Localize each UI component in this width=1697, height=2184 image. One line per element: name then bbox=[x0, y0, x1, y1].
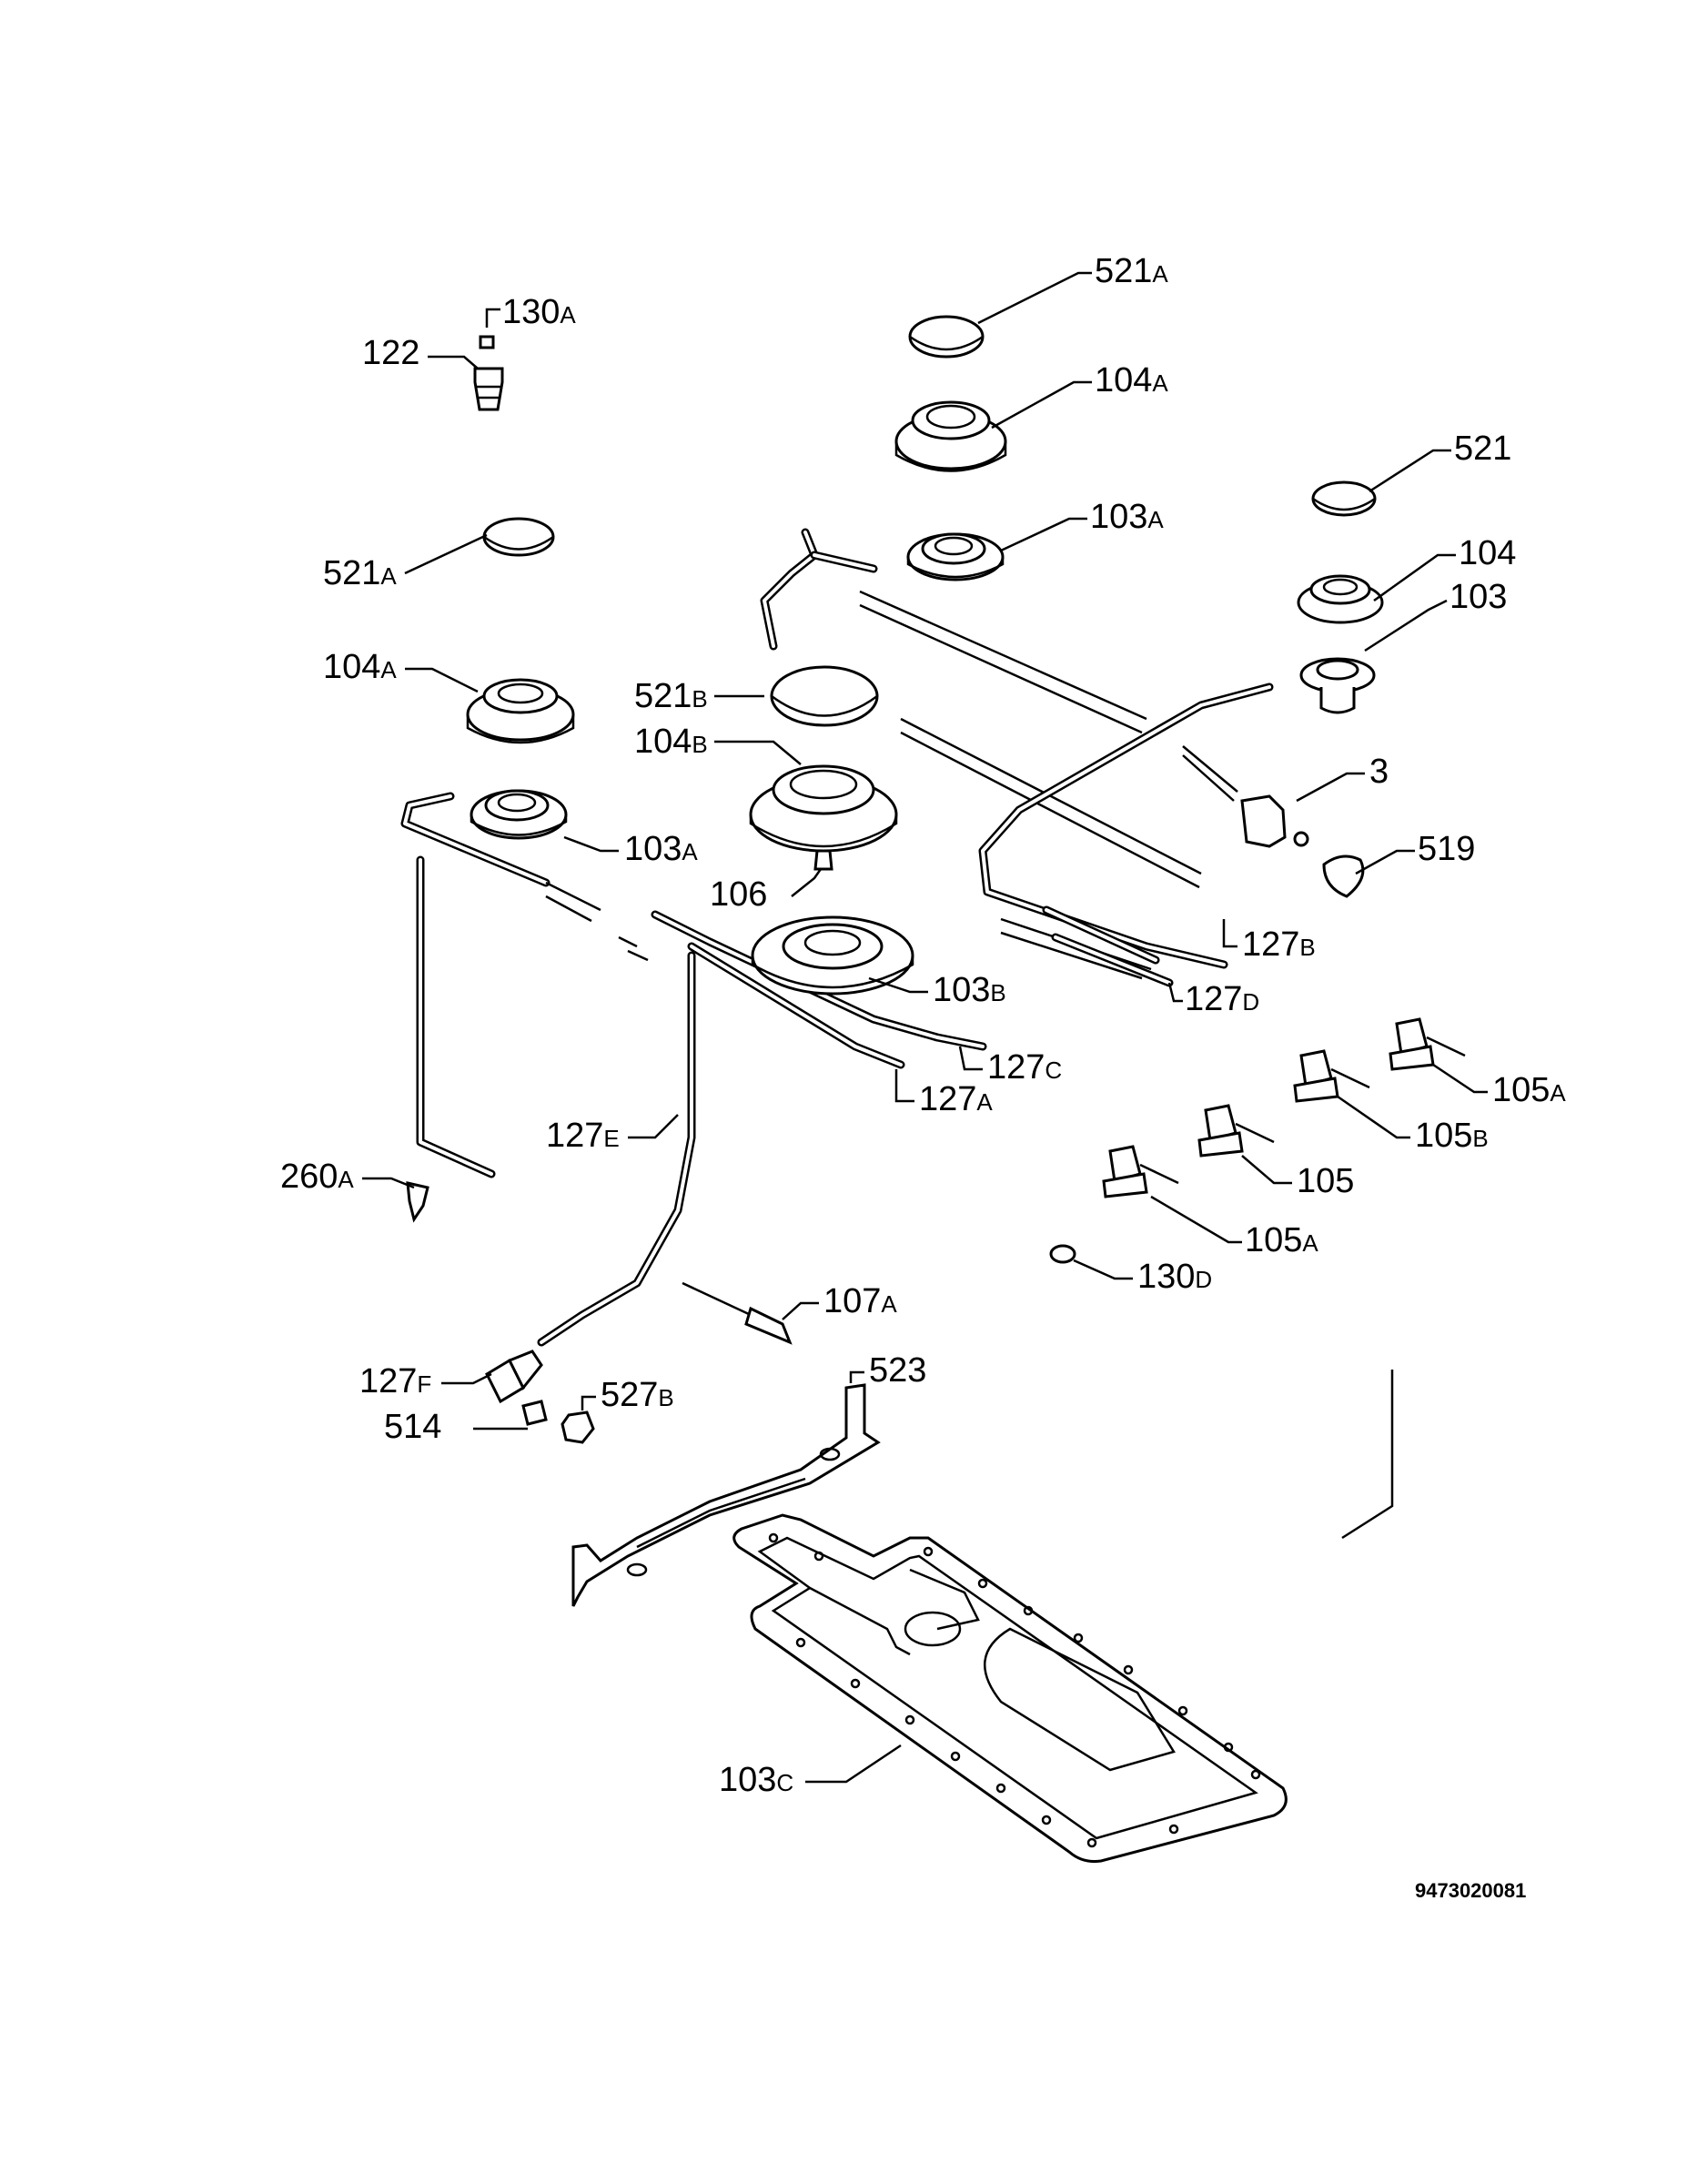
injector-106 bbox=[813, 849, 833, 871]
thermocouple-107a bbox=[682, 1281, 793, 1345]
label-523: 523 bbox=[869, 1351, 926, 1390]
gas-valve-3 bbox=[1182, 745, 1309, 848]
leader-lines bbox=[362, 271, 1488, 1784]
valve-105a-lower bbox=[1102, 1145, 1179, 1198]
label-3: 3 bbox=[1369, 753, 1389, 791]
valve-105a-right bbox=[1389, 1017, 1466, 1071]
gas-pipes bbox=[400, 528, 1394, 1540]
label-103a-left: 103A bbox=[624, 830, 698, 868]
burner-base-103 bbox=[1299, 657, 1376, 714]
elbow-127f bbox=[485, 1350, 543, 1404]
bracket-523 bbox=[571, 1383, 881, 1607]
label-104a-top: 104A bbox=[1095, 361, 1168, 399]
valve-105b bbox=[1293, 1049, 1370, 1103]
label-103: 103 bbox=[1450, 578, 1507, 616]
label-519: 519 bbox=[1418, 830, 1475, 868]
label-103c: 103C bbox=[719, 1761, 793, 1799]
injector-122 bbox=[473, 335, 504, 411]
knob-519 bbox=[1322, 854, 1365, 898]
label-105b: 105B bbox=[1415, 1117, 1489, 1155]
base-plate-103c bbox=[732, 1513, 1288, 1863]
label-130a: 130A bbox=[502, 293, 576, 331]
label-103b: 103B bbox=[933, 971, 1006, 1009]
label-260a: 260A bbox=[280, 1158, 354, 1196]
label-103a-top: 103A bbox=[1090, 498, 1164, 536]
label-127a: 127A bbox=[919, 1080, 993, 1118]
nut-527b bbox=[561, 1410, 595, 1444]
clip-260a bbox=[406, 1181, 429, 1223]
label-127f: 127F bbox=[359, 1362, 431, 1400]
label-521a-top: 521A bbox=[1095, 252, 1168, 290]
label-127d: 127D bbox=[1185, 980, 1259, 1018]
drawing-code: 9473020081 bbox=[1415, 1879, 1526, 1902]
burner-cap-521b bbox=[770, 665, 879, 727]
label-127b: 127B bbox=[1242, 925, 1316, 964]
fitting-514 bbox=[521, 1400, 548, 1426]
label-127e: 127E bbox=[546, 1117, 620, 1155]
burner-base-103b bbox=[751, 915, 914, 996]
burner-base-103a-left bbox=[470, 789, 568, 840]
label-104a-left: 104A bbox=[323, 648, 397, 686]
label-521: 521 bbox=[1454, 430, 1511, 468]
burner-crown-104a-top bbox=[894, 400, 1007, 472]
label-105a-lower: 105A bbox=[1245, 1221, 1318, 1259]
label-527b: 527B bbox=[601, 1376, 674, 1414]
label-521a-left: 521A bbox=[323, 554, 397, 592]
burner-base-103a-top bbox=[906, 532, 1005, 581]
part-labels: 521A 130A 122 104A 521 103A 521A 104 103… bbox=[280, 252, 1566, 1902]
seal-130d bbox=[1049, 1244, 1076, 1264]
label-104b: 104B bbox=[634, 723, 708, 761]
label-107a: 107A bbox=[823, 1282, 897, 1320]
valve-105 bbox=[1197, 1104, 1275, 1158]
burner-cap-521a-left bbox=[482, 517, 555, 557]
label-521b: 521B bbox=[634, 677, 708, 715]
burner-cap-521 bbox=[1311, 480, 1377, 517]
burner-crown-104b bbox=[749, 764, 898, 853]
burner-cap-521a-top bbox=[908, 315, 985, 359]
burner-crown-104a-left bbox=[466, 678, 575, 744]
label-130d: 130D bbox=[1137, 1258, 1212, 1296]
label-127c: 127C bbox=[987, 1048, 1062, 1087]
label-105a-right: 105A bbox=[1492, 1071, 1566, 1109]
label-122: 122 bbox=[362, 334, 419, 372]
label-514: 514 bbox=[384, 1408, 441, 1446]
label-104: 104 bbox=[1459, 534, 1516, 572]
label-106: 106 bbox=[710, 875, 767, 914]
burner-crown-104 bbox=[1297, 574, 1384, 624]
label-105: 105 bbox=[1297, 1162, 1354, 1200]
